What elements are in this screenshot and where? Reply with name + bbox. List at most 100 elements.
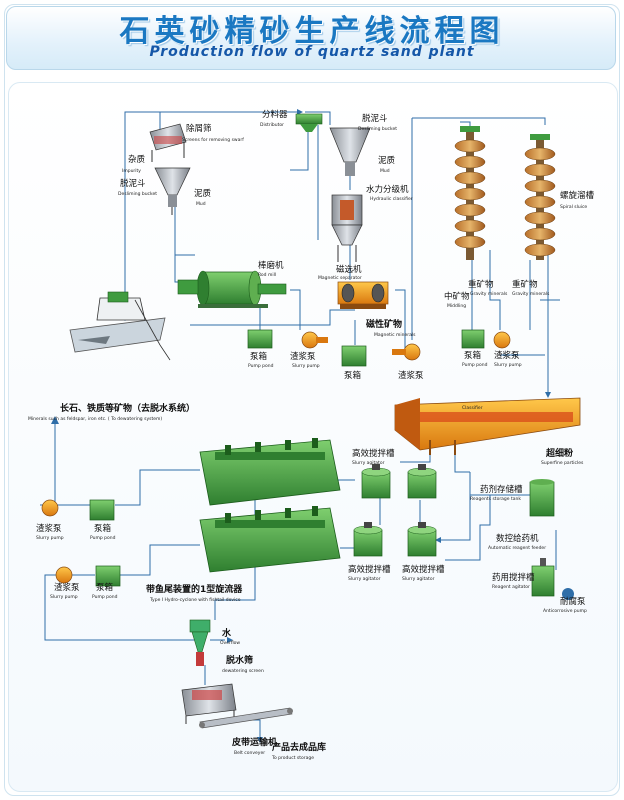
slurry-pump-1-label: 渣浆泵 [290,351,316,362]
page-subtitle: Production flow of quartz sand plant [149,44,475,60]
slurry-pump-3-label: 渣浆泵 [494,350,520,361]
reagent-agitator-en: Reagent agitator [492,584,530,590]
gravity-minerals-1-en: Gravity minerals [470,291,508,297]
magnetic-minerals-en: Magnetic minerals [374,332,416,338]
gravity-minerals-2-label: 重矿物 [512,279,538,290]
pump-pond-3 [461,329,485,349]
spiral-chute-en: Spiral sluice [560,204,587,210]
spiral-chute-2 [524,134,556,260]
mud-left-label: 泥质 [194,188,212,199]
anticorrosive-pump [562,588,574,600]
superfine-label: 超细粉 [545,447,573,459]
swarf-screen-label: 除屑筛 [186,123,212,134]
belt-conveyor-label: 皮带运输机 [231,736,277,748]
slurry-pump-5-label: 渣浆泵 [54,582,80,593]
reagent-agitator-label: 药用搅拌槽 [492,572,535,583]
slurry-pump-3 [493,331,511,349]
spiral-chute-label: 螺旋溜槽 [560,190,595,201]
flotation-machine-upper [199,438,341,506]
pump-pond-4-label: 泵箱 [94,523,112,534]
agitator-3-en: Slurry agitator [402,576,435,582]
dewatering-screen [181,683,237,724]
auto-feeder-label: 数控给药机 [496,533,539,544]
magnetic-minerals-label: 磁性矿物 [366,318,402,330]
pump-pond-2 [341,345,367,367]
hydraulic-classifier-label: 水力分级机 [366,184,409,195]
title-banner [6,6,616,70]
mud-top-en: Mud [380,168,390,174]
gravity-minerals-1-label: 重矿物 [468,279,494,290]
middling-label: 中矿物 [444,291,470,302]
cyclone-en: Type I Hydro-cyclone with fishtail devic… [149,597,241,603]
distributor-en: Distributor [260,122,284,128]
product-storage-en: To product storage [271,755,314,761]
minerals-feldspar-en: Minerals such as feldspar, iron etc. ( T… [28,416,162,422]
cyclone-label: 带鱼尾装置的1型旋流器 [146,583,243,595]
pump-pond-1 [247,329,273,349]
pump-pond-4-en: Pump pond [90,535,116,541]
impurity-en: Impurity [122,168,141,174]
agitator-1-label: 高效搅拌槽 [352,448,395,459]
impurity-label: 杂质 [128,154,146,165]
minerals-feldspar-label: 长石、铁质等矿物（去脱水系统） [60,402,195,414]
desliming-top-label: 脱泥斗 [362,113,388,124]
belt-conveyor-en: Belt conveyer [234,750,265,756]
overflow-label: 水 [222,627,232,639]
reagent-agitator [531,558,555,597]
hydraulic-classifier-en: Hydraulic classifier [370,196,413,202]
distributor-label: 分料器 [262,109,288,120]
flotation-machine-lower [199,506,341,573]
desliming-top-en: Desliming bucket [358,126,397,132]
mud-left-en: Mud [196,201,206,207]
belt-conveyor [199,707,293,729]
desliming-left-en: Desliming bucket [118,191,157,197]
pump-pond-5-label: 泵箱 [96,582,114,593]
reagent-storage-tank [529,479,555,517]
slurry-pump-2 [392,343,421,361]
pump-pond-5-en: Pump pond [92,594,118,600]
diagram-panel [8,82,618,792]
hydraulic-classifier [331,194,363,262]
agitator-3-label: 高效搅拌槽 [402,564,445,575]
desliming-bucket-top [329,127,371,176]
dewatering-screen-en: dewatering screen [222,668,264,674]
rod-mill [177,270,287,308]
magnetic-separator-label: 磁选机 [336,264,362,275]
overflow-en: Overflow [220,640,240,646]
agitator-2-label: 高效搅拌槽 [348,564,391,575]
slurry-pump-4-label: 渣浆泵 [36,523,62,534]
swarf-screen-en: Screens for removing swarf [182,137,244,143]
slurry-pump-2-label: 渣浆泵 [398,370,424,381]
desliming-left-label: 脱泥斗 [120,178,146,189]
reagent-tank-en: Reagents storage tank [470,496,521,502]
agitator-2-en: Slurry agitator [348,576,381,582]
product-storage-label: 产品去成品库 [272,741,326,753]
agitator-tank-1 [361,464,391,499]
pump-pond-1-en: Pump pond [248,363,274,369]
slurry-pump-1 [301,331,328,349]
agitator-tank-3 [353,522,383,557]
middling-en: Middling [447,303,466,309]
magnetic-separator [337,281,389,309]
rod-mill-label: 棒磨机 [258,260,284,271]
anticorrosive-pump-label: 耐腐泵 [560,596,586,607]
dewatering-screen-label: 脱水筛 [226,654,253,666]
slurry-pump-4-en: Slurry pump [36,535,64,541]
pump-pond-4 [89,499,115,521]
classifier-en: Classifier [462,405,483,411]
hydrocyclone [189,619,211,666]
anticorrosive-pump-en: Anticorrosive pump [543,608,587,614]
slurry-pump-3-en: Slurry pump [494,362,522,368]
agitator-tank-4 [407,522,437,557]
feed-hopper-scene [69,291,171,361]
agitator-tank-2 [407,464,437,499]
mud-top-label: 泥质 [378,155,396,166]
pump-pond-3-label: 泵箱 [464,350,482,361]
auto-feeder-en: Automatic reagent feeder [488,545,546,551]
pump-pond-3-en: Pump pond [462,362,488,368]
slurry-pump-5 [55,566,73,584]
gravity-minerals-2-en: Gravity minerals [512,291,550,297]
pump-pond-2-label: 泵箱 [344,370,362,381]
rod-mill-en: Rod mill [258,272,276,278]
